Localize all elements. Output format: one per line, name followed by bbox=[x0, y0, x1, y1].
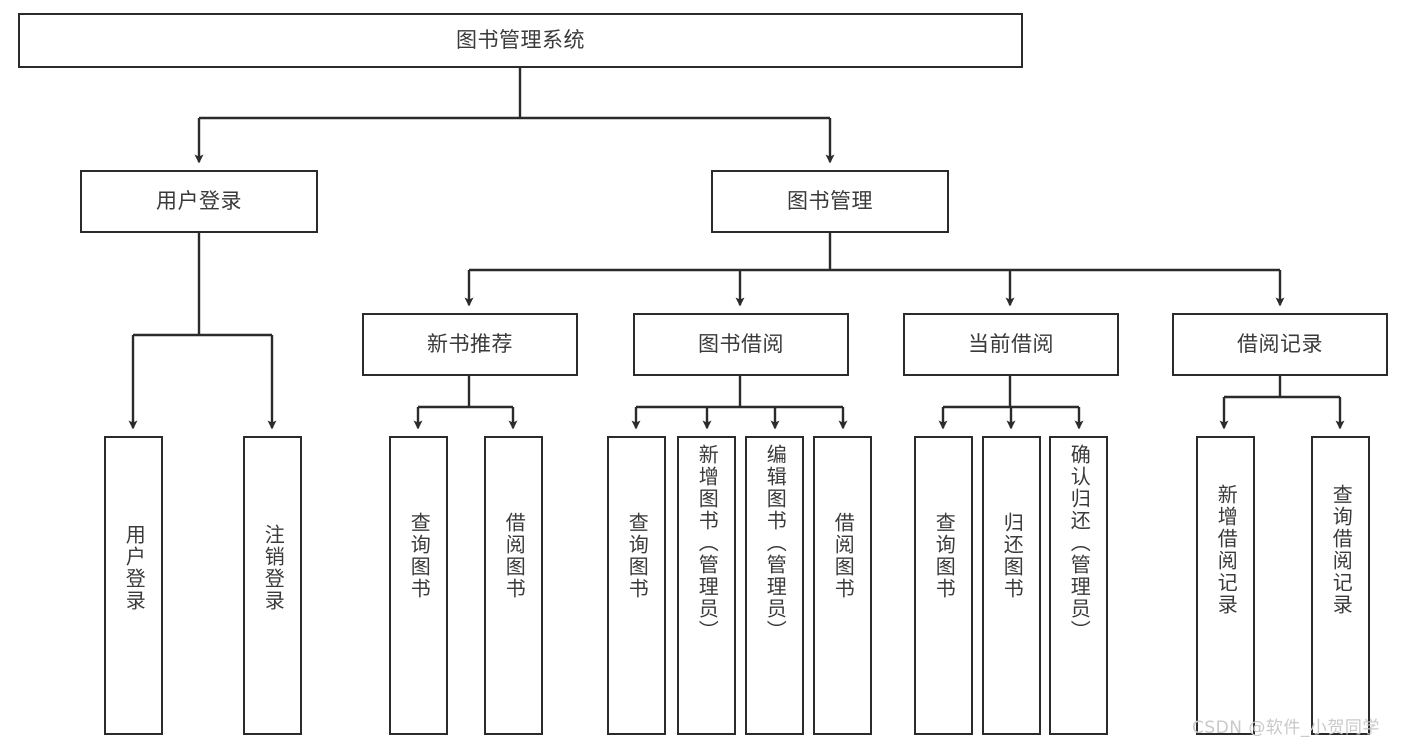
edges-new-book-to-leaves bbox=[413, 376, 518, 430]
leaf-current-return-book[interactable]: 归还图书 bbox=[982, 436, 1041, 735]
node-label: 查询借阅记录 bbox=[1329, 484, 1354, 616]
node-current-borrow[interactable]: 当前借阅 bbox=[903, 313, 1119, 376]
node-label: 当前借阅 bbox=[968, 332, 1054, 357]
node-label: 新增借阅记录 bbox=[1214, 484, 1239, 616]
edges-book-borrow-to-leaves bbox=[631, 376, 848, 430]
watermark-text: CSDN @软件_小贺同学 bbox=[1192, 718, 1380, 738]
leaf-user-login[interactable]: 用户登录 bbox=[104, 436, 163, 735]
node-borrow-record[interactable]: 借阅记录 bbox=[1172, 313, 1388, 376]
edges-user-login-to-leaves bbox=[128, 233, 277, 430]
edges-book-mgmt-to-level3 bbox=[464, 233, 1285, 307]
leaf-new-book-borrow-book[interactable]: 借阅图书 bbox=[484, 436, 543, 735]
leaf-borrow-query-book[interactable]: 查询图书 bbox=[607, 436, 666, 735]
node-label: 查询图书 bbox=[932, 512, 957, 600]
node-book-borrow[interactable]: 图书借阅 bbox=[633, 313, 849, 376]
node-label: 新书推荐 bbox=[427, 332, 513, 357]
node-label: 编辑图书（管理员） bbox=[763, 444, 788, 642]
leaf-record-add-borrow-record[interactable]: 新增借阅记录 bbox=[1196, 436, 1255, 735]
node-label: 查询图书 bbox=[407, 512, 432, 600]
node-label: 确认归还（管理员） bbox=[1067, 444, 1092, 642]
node-label: 用户登录 bbox=[156, 189, 242, 214]
node-new-book-recommend[interactable]: 新书推荐 bbox=[362, 313, 578, 376]
leaf-current-query-book[interactable]: 查询图书 bbox=[914, 436, 973, 735]
node-label: 借阅图书 bbox=[831, 512, 856, 600]
node-label: 新增图书（管理员） bbox=[695, 444, 720, 642]
leaf-new-book-query-book[interactable]: 查询图书 bbox=[389, 436, 448, 735]
node-label: 用户登录 bbox=[122, 524, 147, 612]
node-user-login[interactable]: 用户登录 bbox=[80, 170, 318, 233]
node-label: 图书管理系统 bbox=[456, 28, 585, 53]
leaf-record-query-borrow-record[interactable]: 查询借阅记录 bbox=[1311, 436, 1370, 735]
node-label: 归还图书 bbox=[1000, 512, 1025, 600]
node-label: 注销登录 bbox=[261, 524, 286, 612]
node-book-management[interactable]: 图书管理 bbox=[711, 170, 949, 233]
node-label: 图书管理 bbox=[787, 189, 873, 214]
edges-current-borrow-to-leaves bbox=[938, 376, 1084, 430]
leaf-current-confirm-return-admin[interactable]: 确认归还（管理员） bbox=[1049, 436, 1108, 735]
edges-borrow-record-to-leaves bbox=[1219, 376, 1345, 430]
node-label: 图书借阅 bbox=[698, 332, 784, 357]
leaf-borrow-edit-book-admin[interactable]: 编辑图书（管理员） bbox=[745, 436, 804, 735]
leaf-borrow-add-book-admin[interactable]: 新增图书（管理员） bbox=[677, 436, 736, 735]
leaf-user-logout[interactable]: 注销登录 bbox=[243, 436, 302, 735]
node-label: 查询图书 bbox=[625, 512, 650, 600]
leaf-borrow-borrow-book[interactable]: 借阅图书 bbox=[813, 436, 872, 735]
edges-root-to-level2 bbox=[194, 68, 835, 164]
node-label: 借阅记录 bbox=[1237, 332, 1323, 357]
node-label: 借阅图书 bbox=[502, 512, 527, 600]
node-root-book-management-system[interactable]: 图书管理系统 bbox=[18, 13, 1023, 68]
